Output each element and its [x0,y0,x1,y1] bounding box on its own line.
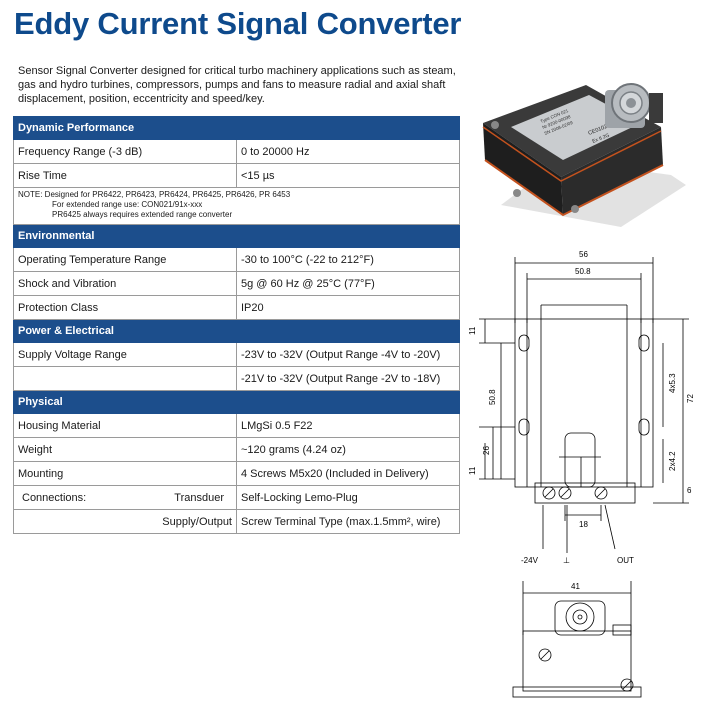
row-label: Supply Voltage Range [13,342,237,367]
table-row: Mounting 4 Screws M5x20 (Included in Del… [13,461,460,486]
note-line: PR6425 always requires extended range co… [52,210,233,219]
row-label: Mounting [13,461,237,486]
terminal-neg24-label: -24V [521,556,539,565]
table-row: Connections: Transduer Self-Locking Lemo… [13,485,460,510]
section-header-dynamic: Dynamic Performance [13,116,460,140]
row-value: IP20 [236,295,460,320]
dim-2x4-2-label: 2x4.2 [668,451,677,471]
row-label: Rise Time [13,163,237,188]
dim-26-label: 26 [482,446,491,455]
section-header-physical: Physical [13,390,460,414]
row-value: <15 µs [236,163,460,188]
note-line: NOTE: Designed for PR6422, PR6423, PR642… [18,190,291,199]
table-row: Rise Time <15 µs [13,163,460,188]
supply-output-label: Supply/Output [13,509,237,534]
row-value: ~120 grams (4.24 oz) [236,437,460,462]
transducer-label: Transduer [174,491,224,504]
note-row: NOTE: Designed for PR6422, PR6423, PR642… [13,187,460,225]
row-value: Screw Terminal Type (max.1.5mm², wire) [236,509,460,534]
spec-table: Dynamic Performance Frequency Range (-3 … [13,116,460,534]
terminal-out-label: OUT [617,556,634,565]
dim-41-label: 41 [571,582,580,591]
dim-50-8-left-label: 50.8 [488,389,497,405]
row-value: 0 to 20000 Hz [236,139,460,164]
connections-transducer-cell: Connections: Transduer [13,485,237,510]
section-title: Environmental [13,224,460,248]
table-row: Weight ~120 grams (4.24 oz) [13,437,460,462]
table-row: Shock and Vibration 5g @ 60 Hz @ 25°C (7… [13,271,460,296]
section-header-power: Power & Electrical [13,319,460,343]
connections-label: Connections: [22,491,87,504]
row-label: Protection Class [13,295,237,320]
table-row: Supply/Output Screw Terminal Type (max.1… [13,509,460,534]
dim-11-bottom-label: 11 [468,466,477,475]
section-title: Physical [13,390,460,414]
row-value: -30 to 100°C (-22 to 212°F) [236,247,460,272]
row-value: 4 Screws M5x20 (Included in Delivery) [236,461,460,486]
section-title: Power & Electrical [13,319,460,343]
table-row: Frequency Range (-3 dB) 0 to 20000 Hz [13,139,460,164]
dimension-drawing-end: 41 [512,581,642,698]
dim-4x5-3-label: 4x5.3 [668,373,677,393]
table-row: Supply Voltage Range -23V to -32V (Outpu… [13,342,460,367]
row-value: -23V to -32V (Output Range -4V to -20V) [236,342,460,367]
row-value: 5g @ 60 Hz @ 25°C (77°F) [236,271,460,296]
intro-paragraph: Sensor Signal Converter designed for cri… [18,65,456,105]
dim-56-label: 56 [579,250,588,259]
table-row: Operating Temperature Range -30 to 100°C… [13,247,460,272]
table-row: Protection Class IP20 [13,295,460,320]
table-row: -21V to -32V (Output Range -2V to -18V) [13,366,460,391]
row-value: -21V to -32V (Output Range -2V to -18V) [236,366,460,391]
dimension-drawing-top: 56 50.8 11 50.8 26 11 4x5.3 72 2x4.2 6 1… [468,250,695,565]
dim-50-8-top-label: 50.8 [575,267,591,276]
row-label: Housing Material [13,413,237,438]
table-row: Housing Material LMgSi 0.5 F22 [13,413,460,438]
row-label: Frequency Range (-3 dB) [13,139,237,164]
dim-11-top-label: 11 [468,326,477,335]
dim-72-label: 72 [686,394,695,403]
row-label: Shock and Vibration [13,271,237,296]
note-line: For extended range use: CON021/91x-xxx [52,200,203,209]
terminal-gnd-label: ⊥ [563,556,570,565]
note-cell: NOTE: Designed for PR6422, PR6423, PR642… [13,187,460,225]
row-label: Weight [13,437,237,462]
section-title: Dynamic Performance [13,116,460,140]
dim-6-label: 6 [687,486,692,495]
page-title: Eddy Current Signal Converter [14,6,462,41]
section-header-environmental: Environmental [13,224,460,248]
product-photo: Type CON 021 Nr 9200-00098 SN 2008-02/09… [471,65,688,229]
row-label: Operating Temperature Range [13,247,237,272]
row-label [13,366,237,391]
dim-18-label: 18 [579,520,588,529]
row-value: Self-Locking Lemo-Plug [236,485,460,510]
row-value: LMgSi 0.5 F22 [236,413,460,438]
